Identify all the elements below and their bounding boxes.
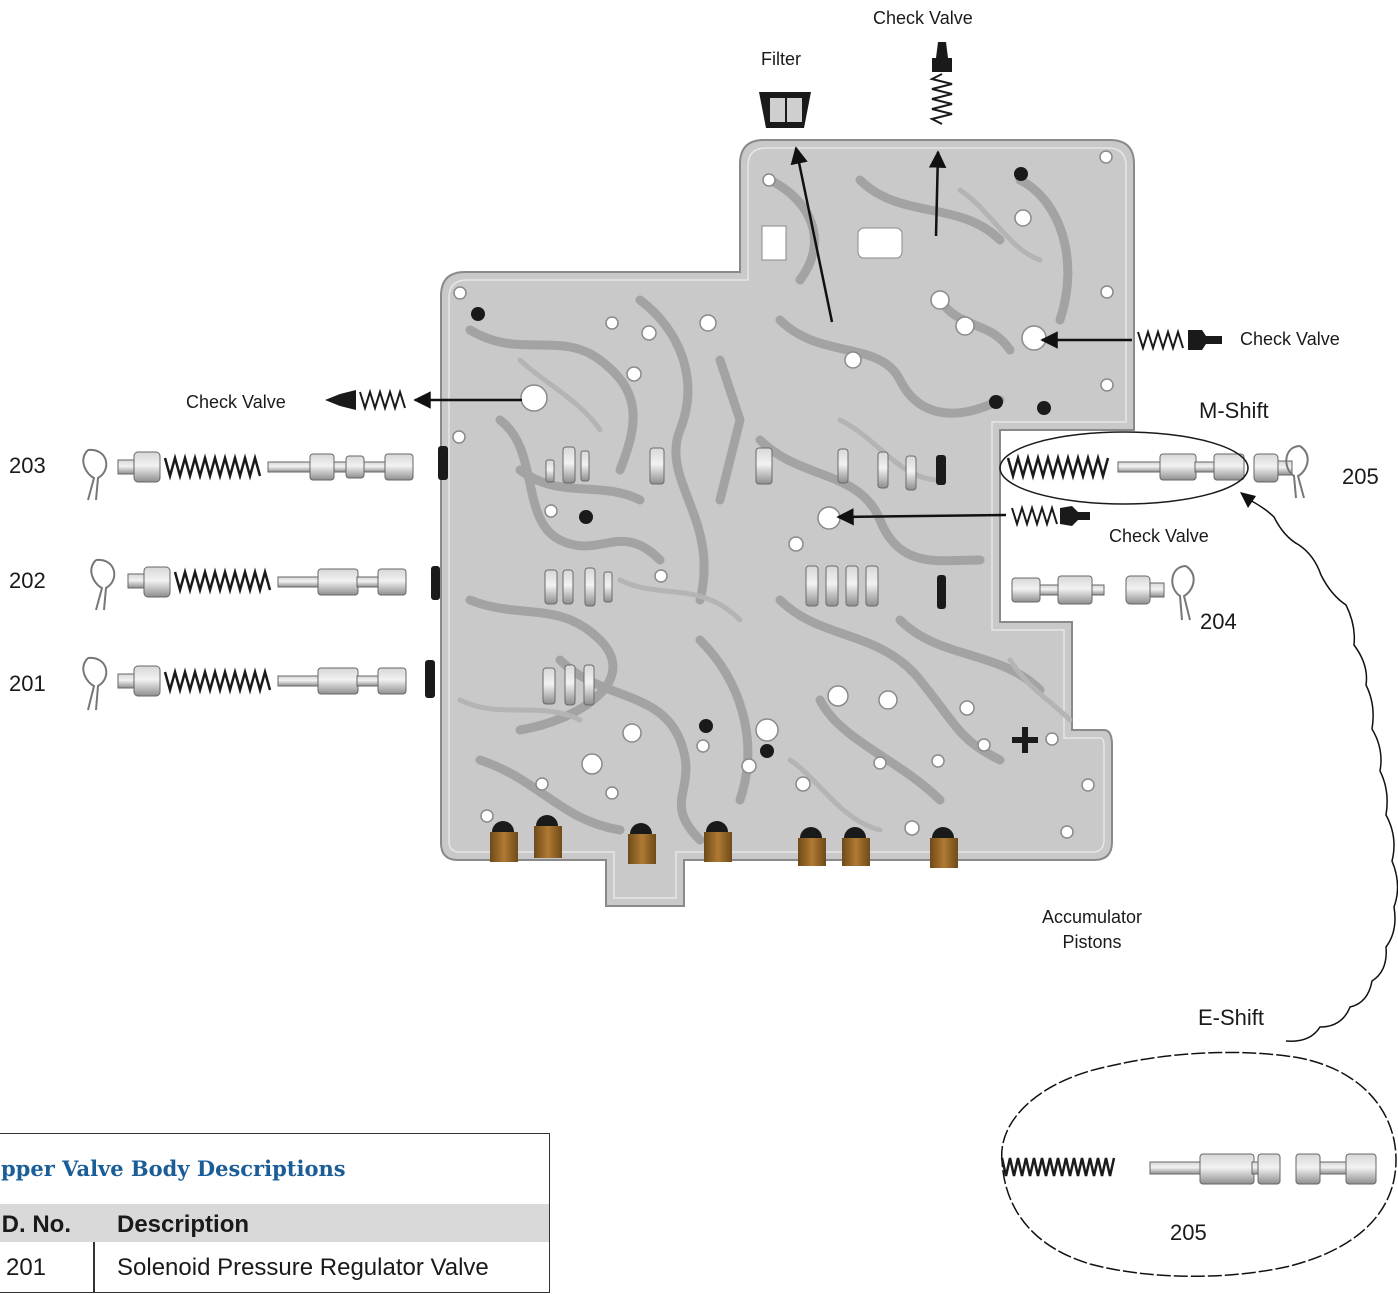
detail-connector-arrowhead	[1240, 492, 1256, 508]
e-shift-detail-bubble	[1001, 1051, 1397, 1278]
check-valve-right-lower-label: Check Valve	[1109, 526, 1209, 546]
leader-arrows	[413, 146, 1132, 526]
e-shift-label: E-Shift	[1198, 1005, 1265, 1030]
check-valve-left-label: Check Valve	[186, 392, 286, 412]
table-cell-description: Solenoid Pressure Regulator Valve	[117, 1254, 489, 1281]
check-valve-right-upper-part	[1137, 328, 1222, 352]
label-205-detail: 205	[1170, 1220, 1207, 1245]
filter-part	[759, 92, 811, 128]
check-valve-top-label: Check Valve	[873, 8, 973, 28]
label-204: 204	[1200, 609, 1237, 634]
table-divider	[93, 1242, 95, 1292]
check-balls	[471, 167, 1051, 758]
accumulator-pistons-label-line2: Pistons	[1062, 932, 1122, 952]
detail-connector	[1243, 496, 1398, 1042]
label-205: 205	[1342, 464, 1379, 489]
label-202: 202	[9, 568, 46, 593]
fluid-passages-light	[457, 187, 1073, 833]
m-shift-label: M-Shift	[1199, 398, 1269, 423]
table-cell-id: 201	[5, 1254, 47, 1281]
table-header-id: D. No.	[1, 1211, 71, 1238]
e-shift-valve-detail	[1000, 1153, 1377, 1185]
table-header-description: Description	[117, 1211, 250, 1238]
plate-valve-bores	[425, 446, 946, 706]
label-203: 203	[9, 453, 46, 478]
plate-holes	[452, 150, 1114, 839]
table-title: pper Valve Body Descriptions	[1, 1156, 346, 1181]
filter-label: Filter	[761, 49, 801, 69]
check-valve-right-lower-part	[1011, 504, 1090, 528]
valve-assembly-202	[90, 558, 407, 611]
accumulator-pistons-label-line1: Accumulator	[1041, 907, 1143, 927]
check-valve-top-part	[929, 42, 953, 125]
accumulator-pistons	[490, 815, 958, 868]
table-header-row: D. No. Description	[0, 1204, 549, 1242]
valve-assembly-201	[82, 656, 407, 711]
plate-cutouts	[761, 225, 903, 261]
valve-assembly-205	[999, 431, 1309, 505]
label-201: 201	[9, 671, 46, 696]
valve-assembly-203	[82, 448, 414, 501]
check-valve-left-part	[325, 388, 406, 412]
check-valve-right-upper-label: Check Valve	[1240, 329, 1340, 349]
table-row: 201 Solenoid Pressure Regulator Valve	[0, 1242, 549, 1294]
valve-assembly-204	[1011, 565, 1195, 621]
description-table: pper Valve Body Descriptions D. No. Desc…	[0, 1133, 550, 1293]
